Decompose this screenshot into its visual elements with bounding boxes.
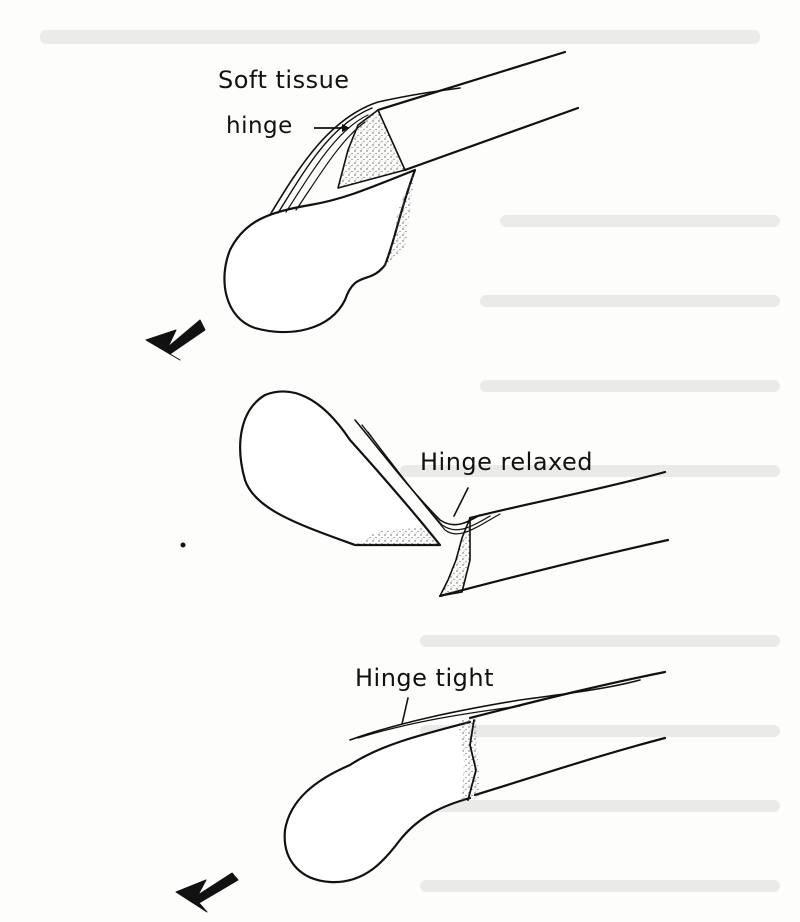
panel-2-shaft-top (470, 472, 665, 518)
panel-2-shaft-bottom (440, 540, 668, 596)
panel-2-ink-dot (181, 543, 186, 548)
panel-3-label-pointer (402, 698, 408, 724)
panel-3-displacement-arrow (176, 873, 238, 912)
label-soft-tissue: Soft tissue (218, 66, 350, 94)
panel-1-shaft-top (378, 52, 565, 110)
panel-2-label-pointer (454, 488, 468, 516)
panel-3-hinge-tight (176, 672, 665, 912)
panel-1-shaft-bottom (405, 108, 578, 170)
panel-1-distal-fragment (224, 170, 415, 332)
panel-3-distal-fragment (285, 722, 470, 882)
panel-1-displacement-arrow (146, 320, 205, 360)
label-hinge: hinge (226, 113, 293, 139)
label-hinge-tight: Hinge tight (355, 664, 494, 692)
panel-1-fracture-displaced (146, 52, 578, 360)
label-hinge-relaxed: Hinge relaxed (420, 448, 593, 476)
panel-3-shaft-bottom (475, 738, 665, 795)
panel-2-hinge-relaxed (181, 391, 669, 596)
hinge-label-arrow (312, 122, 352, 134)
panel-3-shaft-top (470, 672, 665, 718)
